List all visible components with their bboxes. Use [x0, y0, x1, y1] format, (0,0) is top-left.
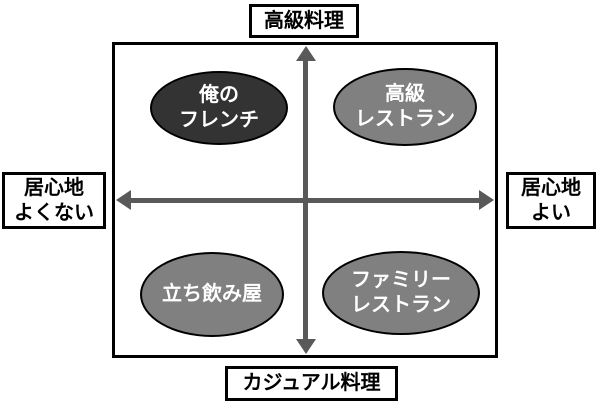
arrow-right-icon: [479, 190, 494, 210]
arrow-left-icon: [116, 190, 131, 210]
axis-label-bottom: カジュアル料理: [225, 366, 398, 401]
ellipse-tachinomiya: 立ち飲み屋: [140, 252, 284, 337]
axis-label-top: 高級料理: [249, 4, 359, 38]
arrow-down-icon: [296, 339, 316, 354]
ellipse-kokyu-restaurant: 高級 レストラン: [333, 68, 477, 146]
axis-label-right: 居心地 よい: [506, 172, 596, 229]
ellipse-ore-no-french: 俺の フレンチ: [150, 71, 288, 145]
horizontal-axis-line: [128, 198, 482, 203]
axis-label-left: 居心地 よくない: [2, 172, 106, 229]
matrix-frame: [112, 42, 498, 358]
arrow-up-icon: [296, 46, 316, 61]
ellipse-family-restaurant: ファミリー レストラン: [322, 251, 480, 335]
